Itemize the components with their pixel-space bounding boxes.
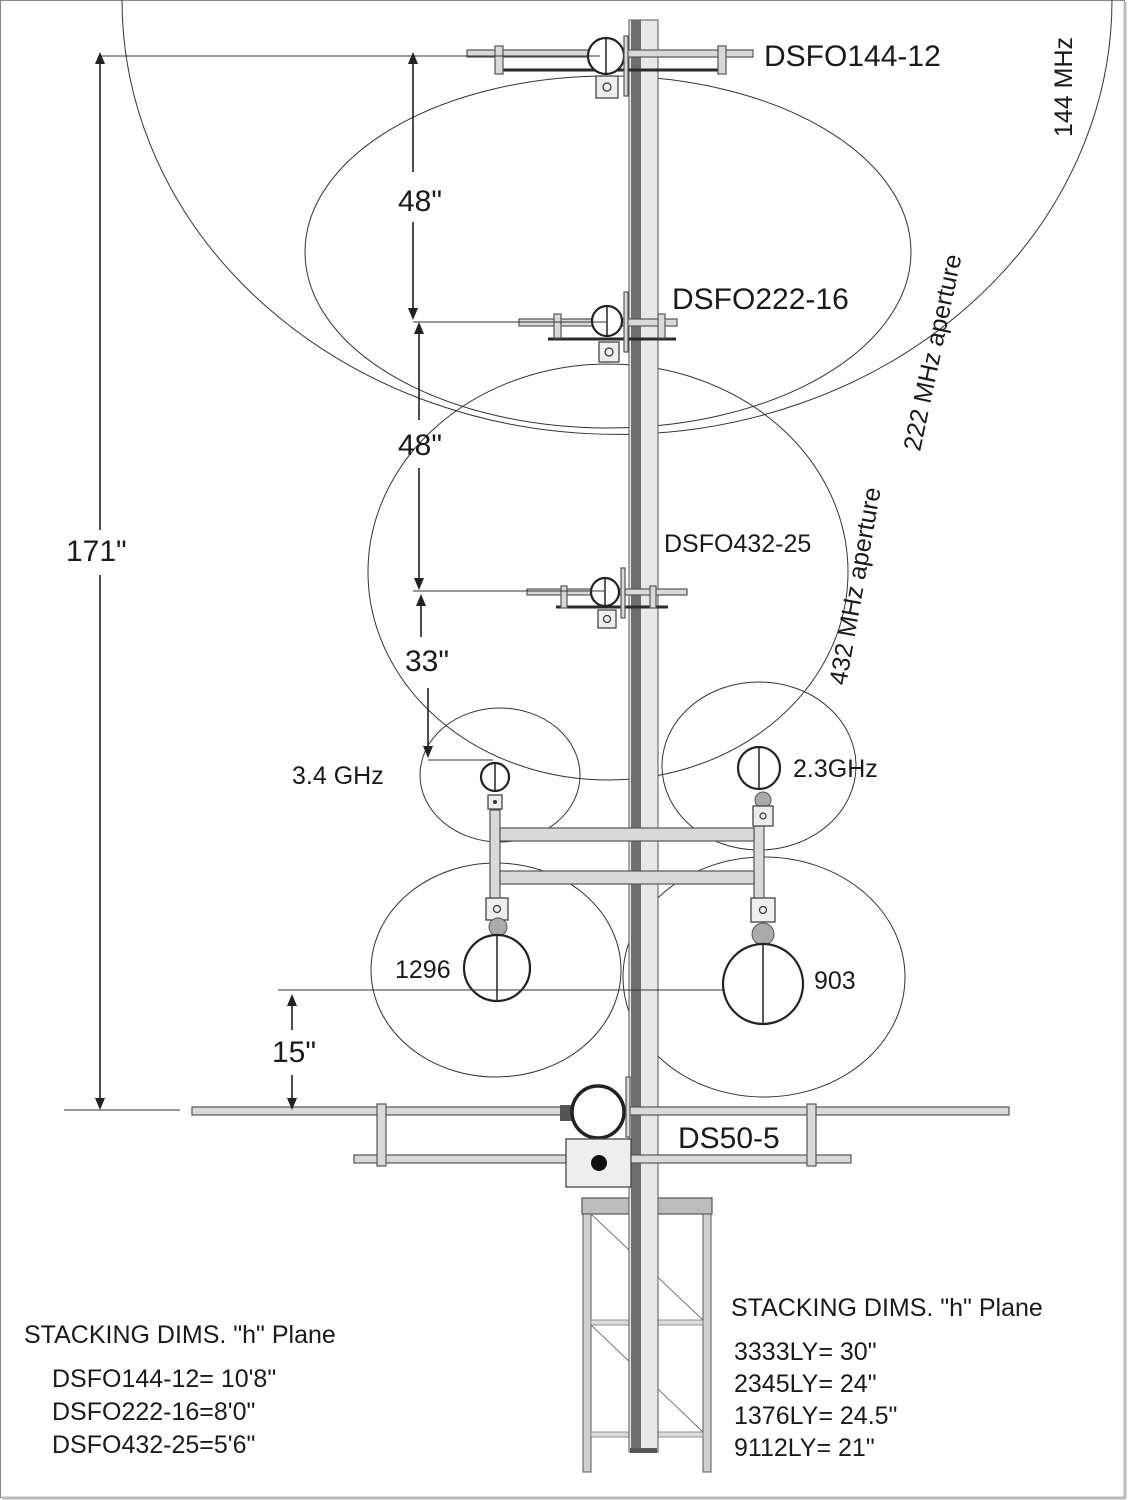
- antenna-dsfo144: [466, 35, 754, 99]
- aperture-144-arc: [121, 0, 1113, 435]
- antenna-dsfo432: [526, 567, 688, 629]
- antenna-1296: [462, 897, 532, 1003]
- stacking-right-title: STACKING DIMS. "h" Plane: [731, 1294, 1043, 1322]
- dimension-48-upper: [408, 52, 418, 320]
- stacking-left-title: STACKING DIMS. "h" Plane: [24, 1321, 336, 1349]
- label-ds50: DS50-5: [678, 1122, 780, 1155]
- aperture-222-ellipse: [304, 75, 912, 429]
- dimension-15: [287, 994, 297, 1110]
- stacking-left-row: DSFO222-16=8'0": [52, 1398, 255, 1426]
- stacking-table-left: STACKING DIMS. "h" Plane DSFO144-12= 10'…: [24, 1321, 336, 1459]
- stacking-right-row: 1376LY= 24.5": [734, 1402, 897, 1430]
- dimension-33: [416, 594, 433, 758]
- label-dsfo432: DSFO432-25: [664, 530, 811, 558]
- label-dim-15: 15": [272, 1036, 316, 1069]
- aperture-432-ellipse: [367, 363, 849, 781]
- antenna-3400: [479, 761, 511, 810]
- microwave-mount-frame: [489, 809, 765, 921]
- stacking-right-row: 2345LY= 24": [734, 1370, 877, 1398]
- dimension-171: [95, 52, 105, 1110]
- label-2300: 2.3GHz: [793, 755, 878, 783]
- label-aperture-144: 144 MHz: [1050, 37, 1078, 137]
- label-aperture-432: 432 MHz aperture: [824, 485, 886, 687]
- label-dsfo144: DSFO144-12: [764, 40, 941, 73]
- label-dim-48-lower: 48": [398, 429, 442, 462]
- antenna-903: [721, 897, 805, 1026]
- label-1296: 1296: [395, 956, 451, 984]
- stacking-table-right: STACKING DIMS. "h" Plane 3333LY= 30" 234…: [731, 1294, 1043, 1462]
- label-dsfo222: DSFO222-16: [672, 283, 849, 316]
- label-dim-33: 33": [405, 645, 449, 678]
- label-3400: 3.4 GHz: [292, 762, 384, 790]
- label-dim-48-upper: 48": [398, 185, 442, 218]
- stacking-left-row: DSFO432-25=5'6": [52, 1431, 255, 1459]
- mast: [628, 19, 659, 1453]
- stacking-right-row: 3333LY= 30": [734, 1338, 877, 1366]
- label-903: 903: [814, 967, 856, 995]
- reference-lines: [64, 55, 725, 1111]
- antenna-2300: [736, 745, 782, 827]
- dimension-48-lower: [414, 322, 424, 590]
- antenna-ds50: [191, 1076, 1010, 1188]
- label-dim-171: 171": [66, 535, 127, 568]
- stacking-right-row: 9112LY= 21": [734, 1434, 875, 1462]
- label-aperture-222: 222 MHz aperture: [898, 252, 967, 454]
- stacking-left-row: DSFO144-12= 10'8": [52, 1365, 276, 1393]
